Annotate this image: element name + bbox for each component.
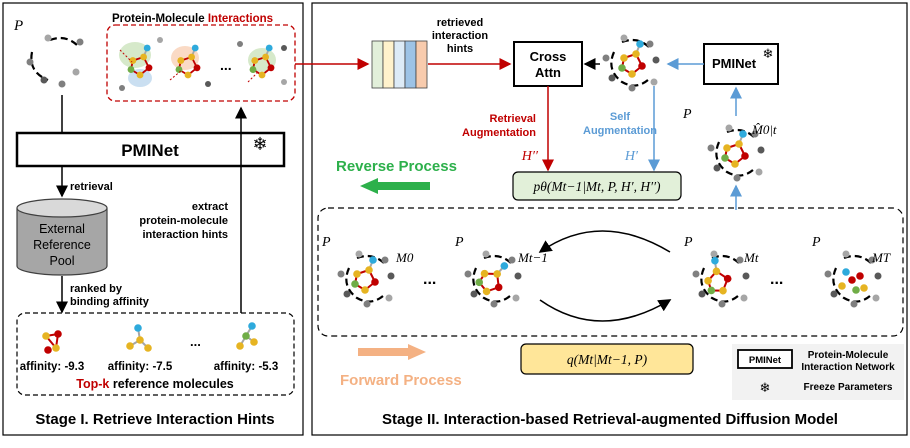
extract-line1: extract [192,201,228,213]
q-box [520,343,694,375]
h-single-label: H′ [624,149,639,164]
interaction-examples: ... [119,37,287,91]
s1-protein-pocket [26,34,84,88]
state-mt1 [463,249,523,309]
retrieved-line2: interaction [432,30,489,42]
interaction-ellipsis: ... [220,57,232,73]
dots-right: ... [770,271,783,288]
reverse-label: Reverse Process [336,158,457,175]
s2-freeze-icon: ❄ [763,46,774,61]
cross-line1: Cross [530,49,567,64]
cross-line2: Attn [535,65,561,80]
s1-pminet-label: PMINet [121,141,179,160]
db-line2: Reference [33,238,91,252]
legend-freeze-label: Freeze Parameters [804,382,893,393]
p-theta-box [512,171,682,201]
extract-line3: interaction hints [142,229,228,241]
ref-molecule-1 [42,330,62,354]
dots-left: ... [423,271,436,288]
mT-label: MT [871,250,891,265]
m0-label: M0 [395,250,414,265]
affinity-3: affinity: -5.3 [214,361,279,373]
s1-freeze-icon: ❄ [252,134,267,154]
db-line3: Pool [49,254,74,268]
m0t-label: M̂0|t [751,122,777,137]
interactions-title: Protein-Molecule Interactions [112,13,273,25]
interaction-complex [601,33,661,93]
topk-box [16,312,295,396]
q-formula: q(Mt|Mt−1, P) [567,352,648,367]
topk-ellipsis: ... [190,334,201,349]
ranked-line1: ranked by [70,283,123,295]
m0-protein-label: P [321,235,331,250]
affinity-2: affinity: -7.5 [108,361,173,373]
state-mt [691,249,751,309]
db-line1: External [39,222,85,236]
self-aug-line2: Augmentation [583,125,657,137]
external-reference-pool: External Reference Pool [16,198,108,276]
retrieved-hints-stack [371,40,428,89]
mt-label: Mt [743,250,759,265]
retrieved-line1: retrieved [437,17,483,29]
reverse-step-arrow [538,230,671,253]
s1-pminet-box [15,131,286,168]
cross-attn-box [513,41,583,87]
stage2-frame [311,2,908,436]
mt1-protein-label: P [454,235,464,250]
reverse-arrow [360,178,430,194]
retrieval-aug-line1: Retrieval [490,113,536,125]
legend-freeze-icon: ❄ [760,380,771,395]
extract-line2: protein-molecule [139,215,228,227]
s2-pminet-label: PMINet [712,56,757,71]
stage1-caption: Stage I. Retrieve Interaction Hints [35,411,274,428]
mt-protein-label: P [683,235,693,250]
retrieval-label: retrieval [70,181,113,193]
p-theta-formula: pθ(Mt−1|Mt, P, H′, H′′) [532,179,661,194]
forward-label: Forward Process [340,372,462,389]
ref-molecule-2 [126,324,152,352]
s2-pminet-box [703,43,779,85]
pred-protein-label: P [682,107,692,122]
retrieval-aug-line2: Augmentation [462,127,536,139]
legend-pminet-box [737,349,793,369]
topk-caption: Top-k reference molecules [76,377,234,391]
legend-pmi-line1: Protein-Molecule [808,350,889,361]
mT-protein-label: P [811,235,821,250]
s1-protein-label: P [13,18,23,34]
forward-arrow [358,344,426,360]
stage1-frame [2,2,304,436]
stage2-caption: Stage II. Interaction-based Retrieval-au… [382,411,838,428]
affinity-1: affinity: -9.3 [20,361,85,373]
legend-pminet-label: PMINet [749,355,782,366]
diffusion-box [317,207,904,337]
retrieved-line3: hints [447,43,473,55]
legend-pmi-line2: Interaction Network [801,362,895,373]
mt1-label: Mt−1 [517,250,548,265]
ranked-line2: binding affinity [70,296,150,308]
forward-step-arrow [539,299,672,322]
h-double-label: H′′ [521,149,539,164]
state-m0 [336,249,396,309]
ref-molecule-3 [236,322,258,350]
self-aug-line1: Self [610,111,631,123]
